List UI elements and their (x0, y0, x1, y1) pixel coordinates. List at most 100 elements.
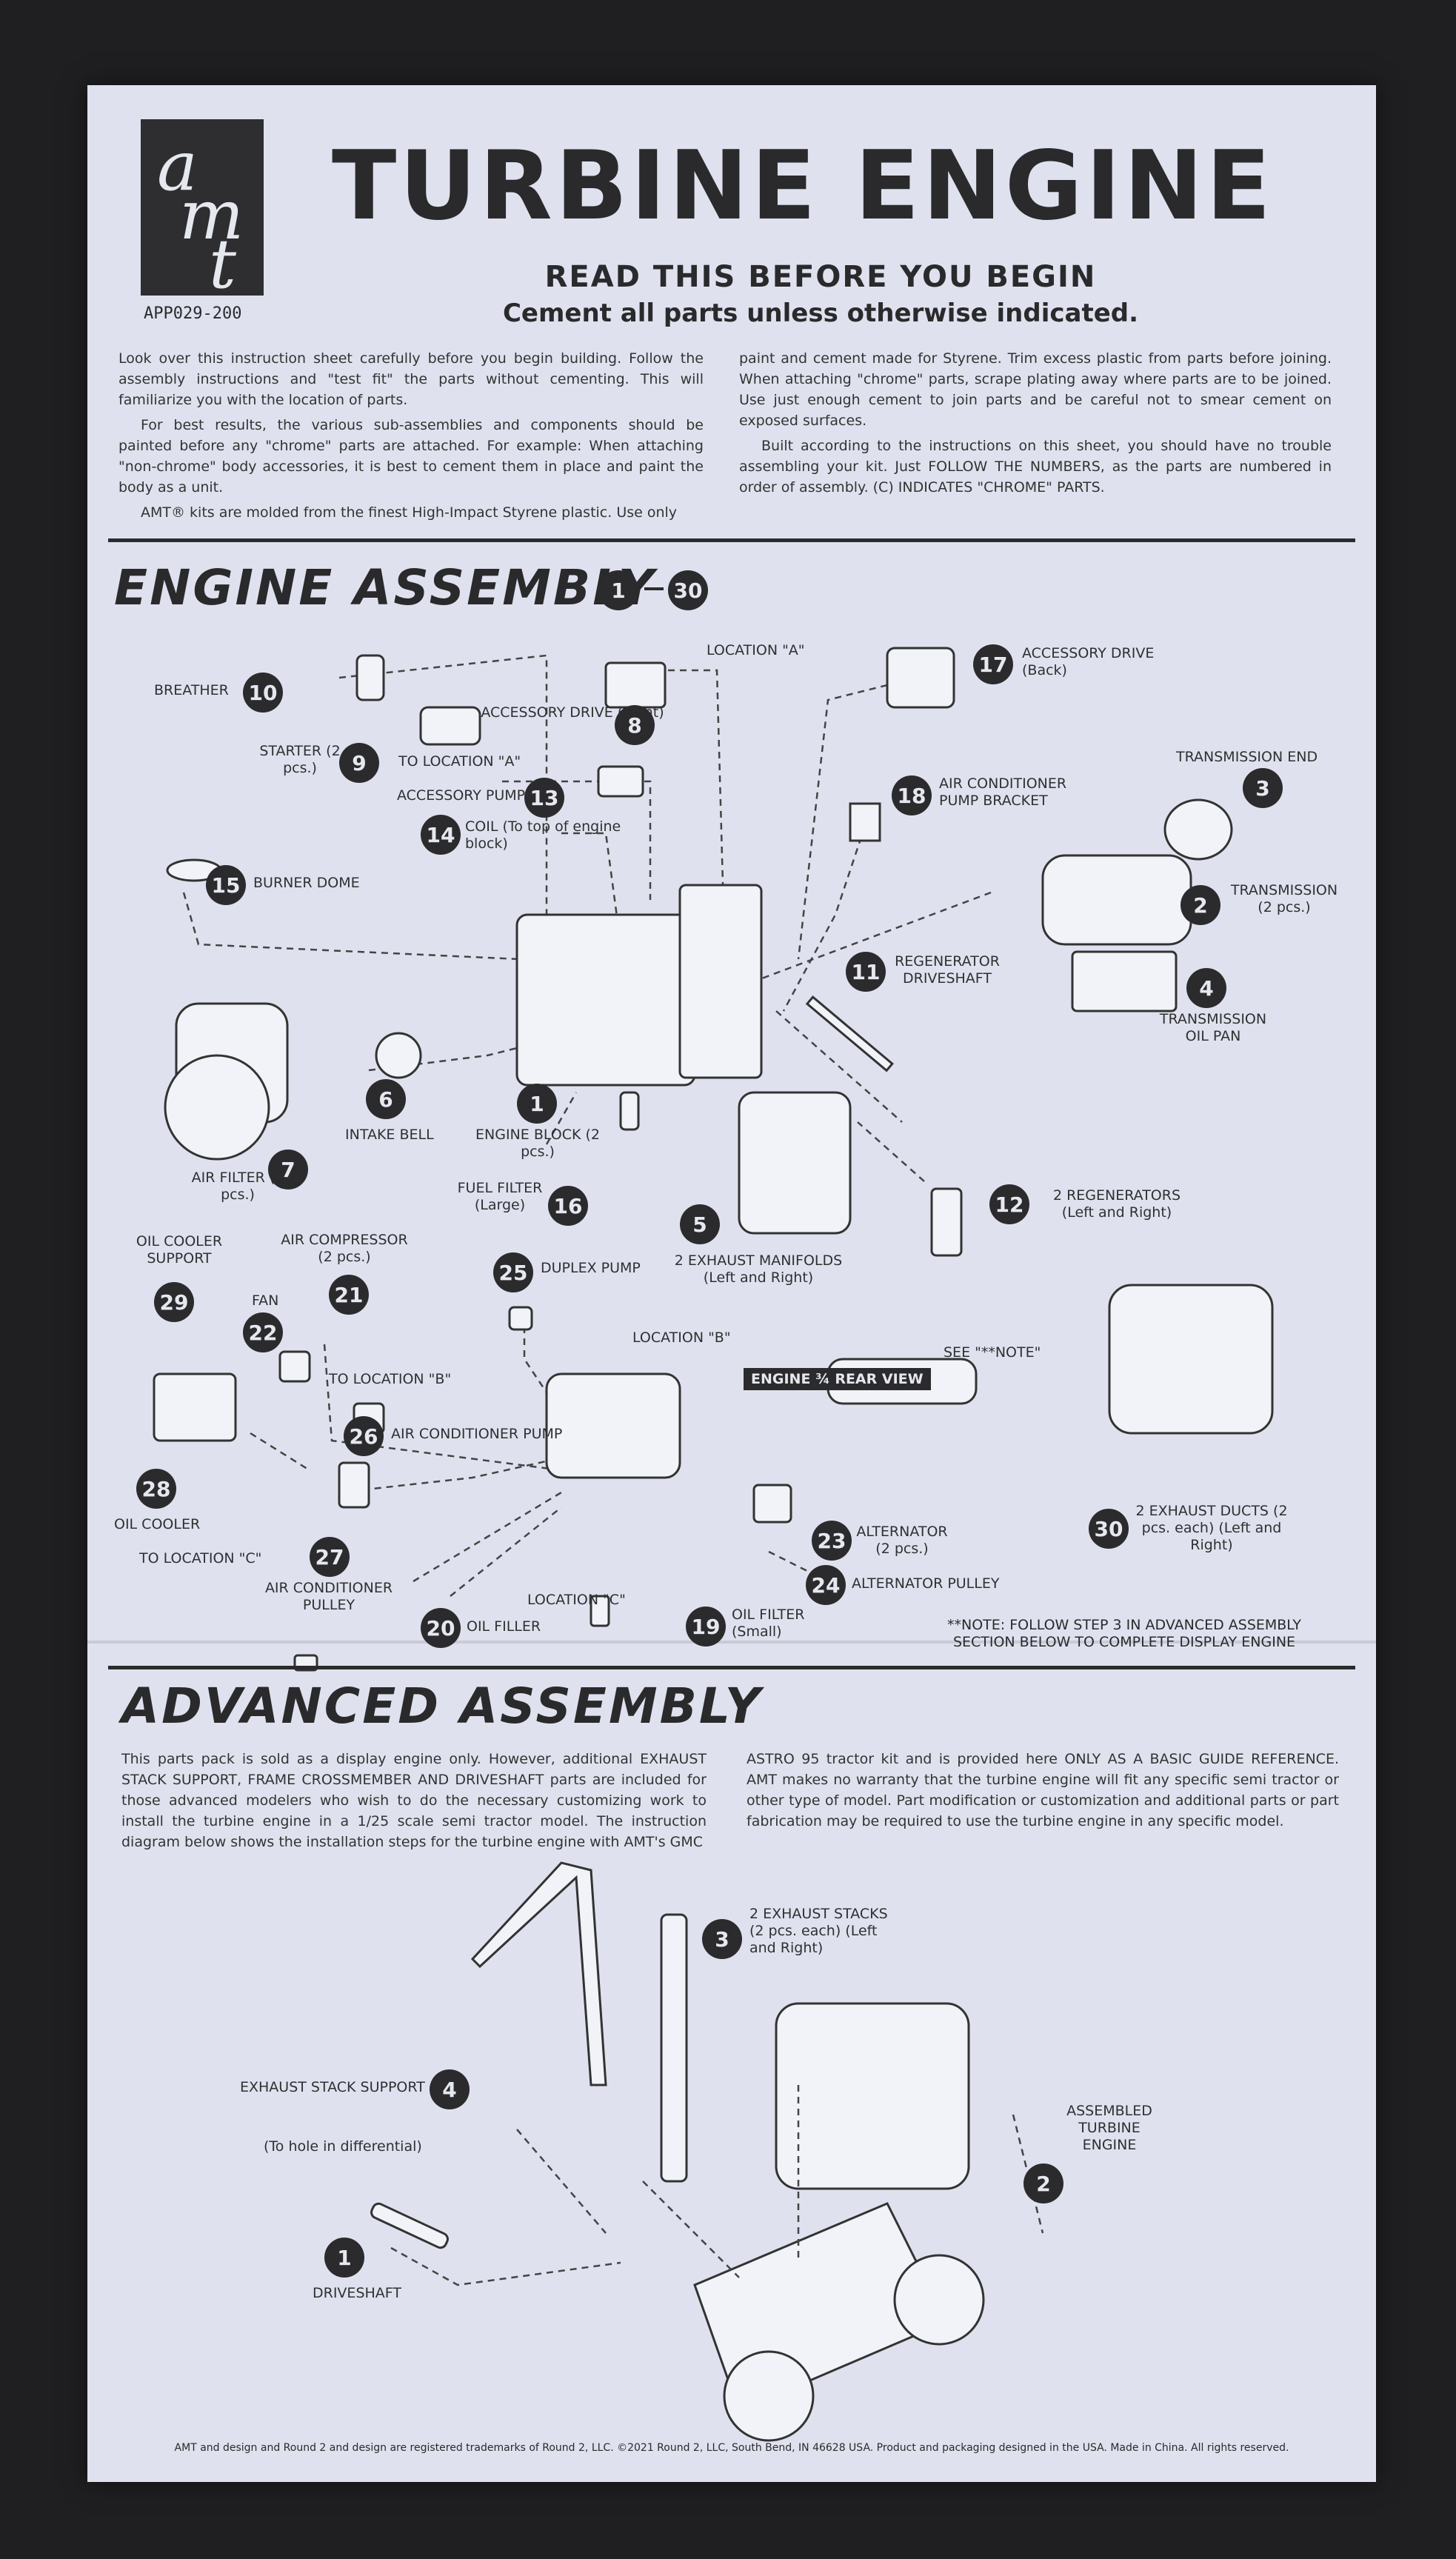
label-oil-cooler-support: OIL COOLER SUPPORT (136, 1233, 223, 1267)
range-dash (644, 587, 664, 590)
step-badge: 1 (324, 2238, 364, 2278)
intro-right: paint and cement made for Styrene. Trim … (739, 348, 1332, 502)
step-badge: 11 (846, 952, 886, 992)
intro-paragraph: AMT® kits are molded from the finest Hig… (141, 504, 678, 521)
step-badge: 5 (680, 1204, 720, 1244)
label-location-b: LOCATION "B" (632, 1329, 731, 1346)
instruction-sheet: a m t APP029-200 TURBINE ENGINE READ THI… (87, 85, 1376, 2482)
label-breather: BREATHER (154, 682, 229, 698)
step-badge: 21 (329, 1275, 369, 1315)
label-transmission: TRANSMISSION (2 pcs.) (1230, 882, 1338, 915)
kit-code: APP029-200 (144, 304, 242, 323)
step-badge: 4 (1186, 968, 1226, 1008)
advanced-paragraph: ASTRO 95 tractor kit and is provided her… (747, 1751, 1339, 1829)
step-badge: 25 (493, 1252, 533, 1292)
label-oil-cooler: OIL COOLER (114, 1516, 201, 1532)
label-oil-filter: OIL FILTER (Small) (732, 1607, 805, 1640)
step-badge: 28 (136, 1469, 176, 1509)
intro-paragraph: paint and cement made for Styrene. Trim … (739, 350, 1332, 429)
step-badge: 17 (973, 644, 1013, 684)
range-start-badge: 1 (598, 570, 638, 610)
label-intake-bell: INTAKE BELL (345, 1127, 434, 1143)
step-badge: 15 (206, 865, 246, 905)
label-coil: COIL (To top of engine block) (465, 818, 621, 852)
label-transmission-end: TRANSMISSION END (1176, 749, 1318, 765)
step-badge: 27 (310, 1537, 350, 1577)
step-badge: 20 (421, 1608, 461, 1648)
label-to-location-a: TO LOCATION "A" (398, 753, 521, 770)
logo-letter: t (209, 224, 236, 304)
step-badge: 26 (344, 1416, 384, 1456)
step-badge: 24 (806, 1565, 846, 1605)
label-alternator-pulley: ALTERNATOR PULLEY (852, 1575, 1000, 1592)
step-badge: 23 (812, 1521, 852, 1561)
label-alternator: ALTERNATOR (2 pcs.) (856, 1524, 948, 1557)
intro-paragraph: For best results, the various sub-assemb… (118, 417, 704, 496)
label-air-compressor: AIR COMPRESSOR (2 pcs.) (281, 1232, 408, 1265)
label-fan: FAN (252, 1292, 279, 1309)
label-exhaust-stack-support: EXHAUST STACK SUPPORT (240, 2079, 425, 2095)
step-badge: 8 (615, 705, 655, 745)
step-badge: 1 (517, 1084, 557, 1124)
step-badge: 4 (430, 2069, 470, 2109)
label-to-location-b: TO LOCATION "B" (329, 1371, 452, 1387)
step-badge: 16 (548, 1186, 588, 1226)
engine-note: **NOTE: FOLLOW STEP 3 IN ADVANCED ASSEMB… (947, 1617, 1301, 1650)
advanced-paragraph: This parts pack is sold as a display eng… (121, 1751, 707, 1850)
step-badge: 3 (1243, 768, 1283, 808)
intro-paragraph: Look over this instruction sheet careful… (118, 350, 704, 408)
divider (108, 1666, 1355, 1669)
advanced-left-text: This parts pack is sold as a display eng… (121, 1749, 707, 1857)
logo-letter: a (157, 127, 198, 206)
label-exhaust-ducts: 2 EXHAUST DUCTS (2 pcs. each) (Left and … (1135, 1503, 1288, 1553)
label-duplex-pump: DUPLEX PUMP (541, 1260, 641, 1276)
subtitle: READ THIS BEFORE YOU BEGIN (544, 260, 1097, 294)
step-badge: 18 (892, 775, 932, 815)
step-badge: 30 (1089, 1509, 1129, 1549)
step-badge: 14 (421, 815, 461, 855)
label-burner-dome: BURNER DOME (253, 875, 360, 891)
step-badge: 13 (524, 778, 564, 818)
label-driveshaft: DRIVESHAFT (313, 2285, 401, 2301)
label-oil-filler: OIL FILLER (467, 1618, 541, 1635)
range-end-badge: 30 (668, 570, 708, 610)
label-exhaust-manifolds: 2 EXHAUST MANIFOLDS (Left and Right) (674, 1252, 843, 1286)
intro-left: Look over this instruction sheet careful… (118, 348, 704, 527)
label-regenerator-driveshaft: REGENERATOR DRIVESHAFT (895, 953, 1000, 987)
step-badge: 2 (1023, 2163, 1063, 2203)
step-badge: 9 (339, 743, 379, 783)
label-ac-pulley: AIR CONDITIONER PULLEY (264, 1580, 393, 1613)
rear-view-tag: ENGINE ¾ REAR VIEW (744, 1368, 931, 1390)
page-title: TURBINE ENGINE (332, 131, 1274, 241)
label-ac-pump-bracket: AIR CONDITIONER PUMP BRACKET (939, 775, 1067, 809)
copyright-footer: AMT and design and Round 2 and design ar… (174, 2442, 1289, 2454)
logo-letter: m (179, 176, 244, 255)
label-engine-block: ENGINE BLOCK (2 pcs.) (475, 1127, 600, 1160)
label-location-c: LOCATION "C" (527, 1592, 626, 1608)
label-to-differential: (To hole in differential) (264, 2138, 422, 2155)
cement-note: Cement all parts unless otherwise indica… (502, 298, 1139, 328)
label-exhaust-stacks: 2 EXHAUST STACKS (2 pcs. each) (Left and… (749, 1906, 888, 1956)
label-starter: STARTER (2 pcs.) (259, 743, 341, 776)
advanced-right-text: ASTRO 95 tractor kit and is provided her… (747, 1749, 1339, 1836)
advanced-assembly-title: ADVANCED ASSEMBLY (121, 1678, 763, 1735)
amt-logo: a m t (141, 119, 264, 304)
divider (108, 538, 1355, 542)
label-see-note: SEE "**NOTE" (944, 1344, 1041, 1361)
label-assembled-turbine-engine: ASSEMBLED TURBINE ENGINE (1066, 2103, 1152, 2153)
engine-assembly-title: ENGINE ASSEMBLY (114, 559, 656, 616)
step-badge: 2 (1181, 885, 1220, 925)
step-badge: 19 (686, 1607, 726, 1646)
label-accessory-pump: ACCESSORY PUMP (397, 787, 526, 804)
step-badge: 22 (243, 1312, 283, 1352)
paper-fold (87, 1641, 1376, 1644)
step-badge: 7 (268, 1150, 308, 1190)
label-ac-pump: AIR CONDITIONER PUMP (391, 1426, 563, 1442)
intro-paragraph: Built according to the instructions on t… (739, 438, 1332, 496)
step-badge: 29 (154, 1282, 194, 1322)
label-regenerators: 2 REGENERATORS (Left and Right) (1052, 1187, 1181, 1221)
label-transmission-oil-pan: TRANSMISSION OIL PAN (1159, 1011, 1267, 1044)
step-badge: 10 (243, 673, 283, 713)
label-location-a: LOCATION "A" (707, 642, 805, 658)
step-badge: 3 (702, 1919, 742, 1959)
